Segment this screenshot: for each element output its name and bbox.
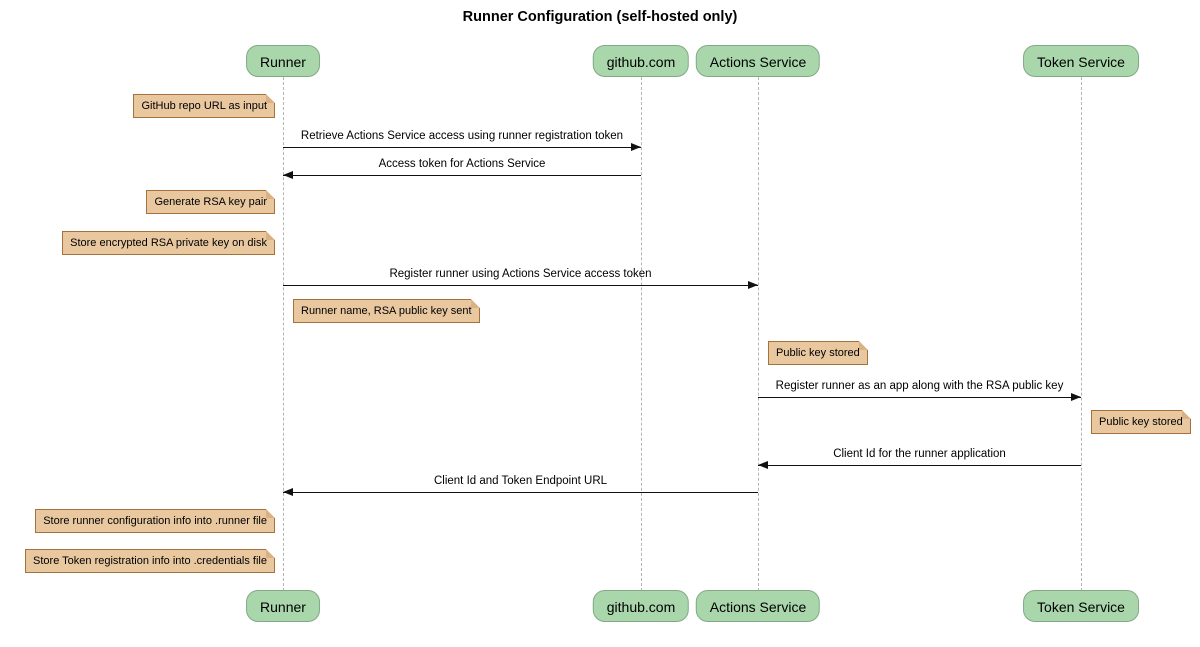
lifeline-github (641, 77, 642, 591)
participant-box-github-top: github.com (592, 45, 690, 77)
note-1: GitHub repo URL as input (133, 94, 275, 118)
note-3: Store encrypted RSA private key on disk (62, 231, 275, 255)
message-label-2: Access token for Actions Service (378, 158, 546, 170)
arrowhead-left-icon (283, 171, 293, 179)
participant-box-github-bottom: github.com (592, 590, 690, 622)
message-line-5 (758, 465, 1081, 466)
message-label-6: Client Id and Token Endpoint URL (433, 475, 608, 487)
participant-box-token-bottom: Token Service (1023, 590, 1139, 622)
message-label-5: Client Id for the runner application (833, 448, 1006, 460)
message-line-3 (283, 285, 758, 286)
arrowhead-right-icon (1071, 393, 1081, 401)
lifeline-token (1081, 77, 1082, 591)
message-label-3: Register runner using Actions Service ac… (389, 268, 652, 280)
note-8: Store Token registration info into .cred… (25, 549, 275, 573)
message-line-6 (283, 492, 758, 493)
lifeline-actions (758, 77, 759, 591)
diagram-title: Runner Configuration (self-hosted only) (462, 9, 738, 25)
participant-box-token-top: Token Service (1023, 45, 1139, 77)
message-line-1 (283, 147, 641, 148)
arrowhead-left-icon (758, 461, 768, 469)
participant-box-runner-bottom: Runner (246, 590, 320, 622)
arrowhead-right-icon (748, 281, 758, 289)
note-2: Generate RSA key pair (146, 190, 275, 214)
participant-box-runner-top: Runner (246, 45, 320, 77)
participant-box-actions-bottom: Actions Service (695, 590, 821, 622)
lifeline-runner (283, 77, 284, 591)
note-7: Store runner configuration info into .ru… (35, 509, 275, 533)
message-line-4 (758, 397, 1081, 398)
note-4: Runner name, RSA public key sent (293, 299, 480, 323)
message-label-4: Register runner as an app along with the… (775, 380, 1064, 392)
participant-box-actions-top: Actions Service (695, 45, 821, 77)
note-5: Public key stored (768, 341, 868, 365)
message-line-2 (283, 175, 641, 176)
note-6: Public key stored (1091, 410, 1191, 434)
message-label-1: Retrieve Actions Service access using ru… (300, 130, 624, 142)
arrowhead-left-icon (283, 488, 293, 496)
arrowhead-right-icon (631, 143, 641, 151)
